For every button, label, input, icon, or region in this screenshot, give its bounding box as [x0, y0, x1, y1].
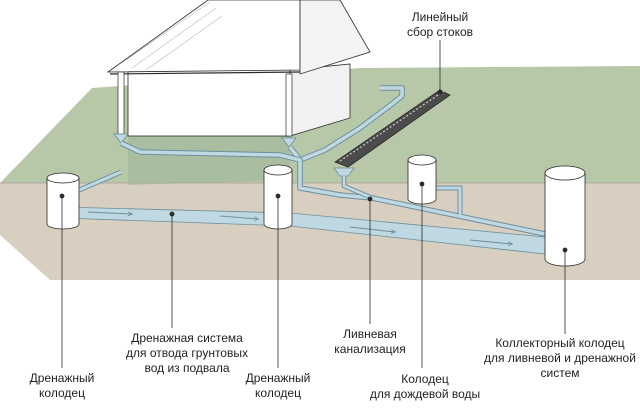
downspout-left [113, 71, 129, 144]
label-line: канализация [334, 342, 406, 356]
label-line: вод из подвала [144, 361, 230, 375]
label-line: Линейный [411, 10, 469, 24]
label-collector-well: Коллекторный колодец для ливневой и дрен… [470, 336, 640, 381]
label-line: Ливневая [343, 327, 397, 341]
label-line: для ливневой и дренажной [484, 351, 636, 365]
label-line: сбор стоков [406, 25, 474, 39]
label-drain-well-center: Дренажный колодец [218, 371, 338, 401]
storm-inlet [333, 167, 355, 177]
label-line: Дренажная система [131, 331, 243, 345]
label-line: для отвода грунтовых [126, 346, 248, 360]
label-storm-sewer: Ливневая канализация [315, 327, 425, 357]
label-line: колодец [255, 386, 301, 400]
label-line: Коллекторный колодец [495, 336, 625, 350]
label-line: для дождевой воды [369, 387, 481, 401]
house-wall [127, 69, 291, 137]
label-line: Дренажный [245, 371, 311, 385]
leader-lines [59, 40, 568, 368]
drain-well-left [46, 172, 80, 230]
collector-well [544, 165, 586, 267]
label-line: Колодец [401, 372, 449, 386]
label-line: Дренажный [29, 371, 95, 385]
downspout-right [281, 73, 297, 148]
linear-drain-channel [334, 89, 451, 168]
label-line: систем [540, 366, 580, 380]
label-drainage-system: Дренажная система для отвода грунтовых в… [92, 331, 282, 376]
soil-section [0, 183, 640, 280]
label-rain-well: Колодец для дождевой воды [350, 372, 500, 402]
house-roof [106, 0, 371, 75]
label-drain-well-left: Дренажный колодец [2, 371, 122, 401]
house-basement [128, 128, 290, 185]
label-line: колодец [39, 386, 85, 400]
label-linear-drain: Линейный сбор стоков [380, 10, 500, 40]
